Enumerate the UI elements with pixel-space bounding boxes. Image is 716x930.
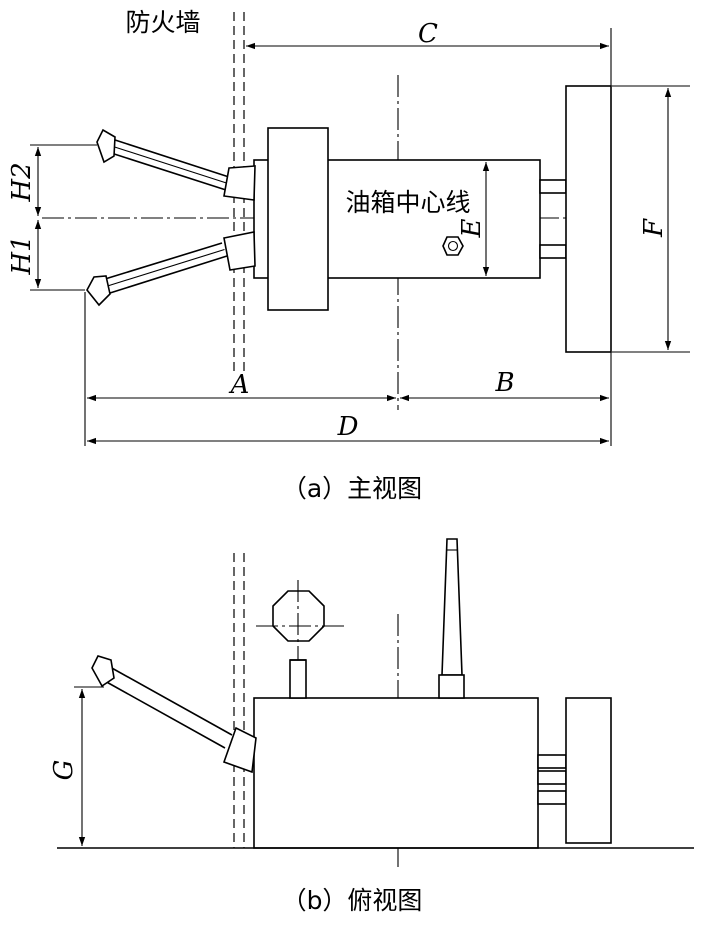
oil-tank-body-b (253, 697, 539, 849)
dim-label-d: D (337, 412, 359, 442)
connector-tube-b3 (537, 790, 567, 805)
dim-label-a: A (229, 370, 250, 400)
dim-label-e: E (457, 218, 487, 238)
mounting-plate-b (565, 697, 612, 844)
filler-pipe-b (91, 655, 257, 774)
connector-tube-upper (539, 179, 567, 194)
mounting-plate (565, 85, 612, 353)
vent-pipe (438, 538, 465, 699)
dim-label-f: F (639, 218, 669, 238)
tank-flange (267, 127, 329, 311)
nut-icon (442, 236, 464, 256)
connector-tube-b2 (537, 770, 567, 785)
firewall-label: 防火墙 (125, 8, 200, 37)
front-view: C F E H2 H1 A B D 防火墙 油箱中心线 (7, 8, 690, 446)
lower-filler-pipe (86, 231, 256, 307)
dim-label-c: C (418, 19, 438, 49)
tank-centerline-label: 油箱中心线 (345, 188, 470, 217)
top-view: G (49, 538, 694, 870)
upper-filler-pipe (96, 128, 256, 201)
connector-tube-b1 (537, 754, 567, 769)
dim-label-h1: H1 (7, 235, 37, 275)
caption-top-view: （b）俯视图 (282, 886, 423, 915)
dim-label-g: G (49, 760, 79, 781)
connector-tube-lower (539, 244, 567, 259)
nut-hole (447, 240, 459, 252)
dim-label-b: B (494, 368, 514, 398)
caption-front-view: （a）主视图 (282, 474, 422, 503)
gauge-icon (256, 580, 346, 699)
dim-label-h2: H2 (7, 162, 37, 202)
